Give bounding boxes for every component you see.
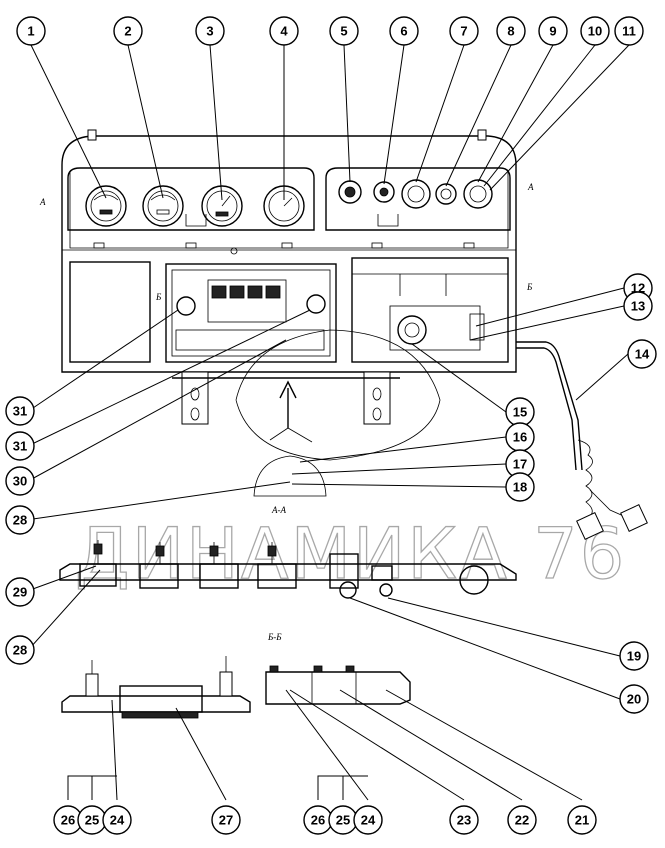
- callout-3: 3: [195, 16, 225, 46]
- callout-4: 4: [269, 16, 299, 46]
- svg-text:24: 24: [361, 813, 376, 828]
- svg-text:28: 28: [13, 643, 27, 658]
- callout-23: 23: [449, 805, 479, 835]
- section-mark-a-right: А: [527, 182, 534, 192]
- svg-text:6: 6: [400, 24, 407, 39]
- lamp-7: [401, 179, 431, 209]
- svg-text:20: 20: [627, 692, 641, 707]
- callout-20: 20: [619, 684, 649, 714]
- svg-text:16: 16: [513, 430, 527, 445]
- lamp-8: [435, 183, 457, 205]
- callout-9: 9: [538, 16, 568, 46]
- callout-26-right: 26: [303, 805, 333, 835]
- callout-29: 29: [5, 577, 35, 607]
- callout-27: 27: [211, 805, 241, 835]
- gauge-2: [142, 185, 184, 227]
- svg-text:29: 29: [13, 585, 27, 600]
- svg-text:10: 10: [588, 24, 602, 39]
- relay-block: [389, 305, 485, 351]
- svg-text:7: 7: [460, 24, 467, 39]
- callout-7: 7: [449, 16, 479, 46]
- callout-1: 1: [16, 16, 46, 46]
- svg-text:23: 23: [457, 813, 471, 828]
- svg-text:27: 27: [219, 813, 233, 828]
- callout-19: 19: [619, 641, 649, 671]
- cable-harness: [516, 341, 648, 540]
- callout-24-left: 24: [102, 805, 132, 835]
- svg-text:25: 25: [85, 813, 99, 828]
- callout-31-lower: 31: [5, 431, 35, 461]
- gauge-3: [201, 185, 243, 227]
- callout-31-upper: 31: [5, 396, 35, 426]
- svg-text:12: 12: [631, 281, 645, 296]
- callout-25-right: 25: [328, 805, 358, 835]
- callout-6: 6: [389, 16, 419, 46]
- section-mark-b-left: Б: [155, 292, 162, 302]
- svg-text:24: 24: [110, 813, 125, 828]
- svg-text:3: 3: [206, 24, 213, 39]
- callout-5: 5: [329, 16, 359, 46]
- svg-text:17: 17: [513, 457, 527, 472]
- gauge-1: [85, 185, 127, 227]
- panel-body: [61, 129, 517, 425]
- callout-30: 30: [5, 466, 35, 496]
- svg-text:4: 4: [280, 24, 288, 39]
- callout-15: 15: [505, 397, 535, 427]
- callout-17: 17: [505, 449, 535, 479]
- svg-text:13: 13: [631, 299, 645, 314]
- svg-text:14: 14: [635, 347, 650, 362]
- lamp-9: [463, 179, 493, 209]
- section-a-a-label: А-А: [271, 505, 286, 515]
- callout-2: 2: [113, 16, 143, 46]
- svg-text:1: 1: [27, 24, 34, 39]
- svg-text:26: 26: [61, 813, 75, 828]
- svg-text:15: 15: [513, 405, 527, 420]
- svg-text:5: 5: [340, 24, 347, 39]
- view-arrow: [253, 380, 327, 497]
- svg-text:2: 2: [124, 24, 131, 39]
- section-b-b: [61, 656, 411, 719]
- callout-11: 11: [614, 16, 644, 46]
- callout-25-left: 25: [77, 805, 107, 835]
- svg-text:18: 18: [513, 480, 527, 495]
- callout-18: 18: [505, 472, 535, 502]
- svg-text:9: 9: [549, 24, 556, 39]
- callout-28-bottom: 28: [5, 635, 35, 665]
- svg-text:31: 31: [13, 439, 27, 454]
- switch-block: [175, 279, 326, 351]
- callout-13: 13: [623, 291, 653, 321]
- svg-text:30: 30: [13, 474, 27, 489]
- detail-circles: [235, 329, 441, 461]
- svg-text:25: 25: [336, 813, 350, 828]
- svg-text:19: 19: [627, 649, 641, 664]
- leader-lines: [25, 44, 630, 801]
- section-mark-a-left: А: [39, 197, 46, 207]
- svg-text:28: 28: [13, 513, 27, 528]
- callout-24-right: 24: [353, 805, 383, 835]
- callout-10: 10: [580, 16, 610, 46]
- callout-28-top: 28: [5, 505, 35, 535]
- callout-21: 21: [567, 805, 597, 835]
- svg-text:22: 22: [515, 813, 529, 828]
- switch-6: [373, 181, 395, 203]
- svg-text:26: 26: [311, 813, 325, 828]
- callout-26-left: 26: [53, 805, 83, 835]
- section-mark-b-right: Б: [526, 282, 533, 292]
- callout-22: 22: [507, 805, 537, 835]
- callout-16: 16: [505, 422, 535, 452]
- callout-8: 8: [496, 16, 526, 46]
- section-b-b-label: Б-Б: [267, 632, 282, 642]
- svg-text:8: 8: [507, 24, 514, 39]
- svg-text:11: 11: [622, 24, 636, 39]
- callout-14: 14: [627, 339, 657, 369]
- svg-text:21: 21: [575, 813, 589, 828]
- section-a-a: [59, 540, 517, 599]
- switch-5: [338, 180, 362, 204]
- svg-text:31: 31: [13, 404, 27, 419]
